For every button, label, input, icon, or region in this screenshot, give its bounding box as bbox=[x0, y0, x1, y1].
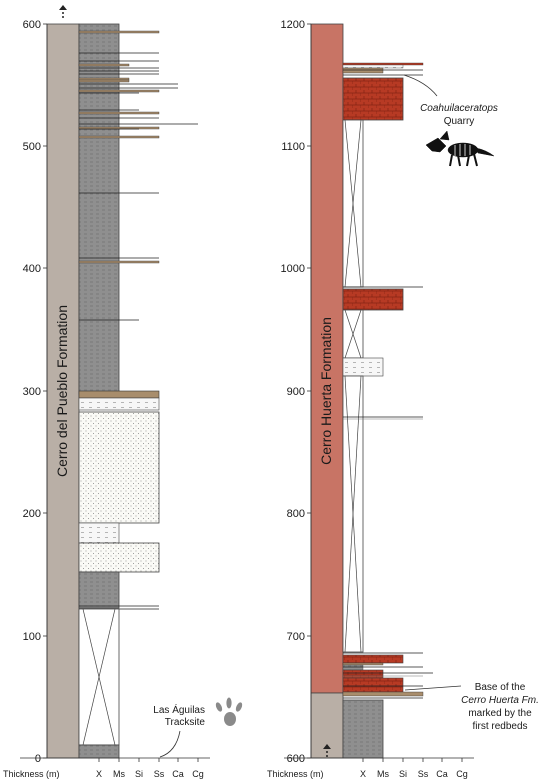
left-grain-x: X bbox=[96, 769, 102, 779]
left-grain-cg: Cg bbox=[192, 769, 204, 779]
left-grain-ca: Ca bbox=[172, 769, 184, 779]
cerro-del-pueblo-formation-label: Cerro del Pueblo Formation bbox=[54, 305, 70, 477]
right-y-tick-1200: 1200 bbox=[281, 19, 305, 31]
siltstone-bed-920m bbox=[342, 357, 384, 377]
top-beds-1165m bbox=[342, 62, 424, 76]
siltstone-bed-295m bbox=[78, 397, 160, 411]
cerro-huerta-formation-bar bbox=[310, 23, 344, 694]
lower-redbeds-680-650m bbox=[342, 652, 433, 699]
right-stratigraphic-column: Cerro Huerta Formation bbox=[267, 19, 539, 779]
mudstone-interval-base-right bbox=[342, 699, 384, 759]
left-y-tick-600: 600 bbox=[23, 19, 41, 31]
quarry-leader-line bbox=[403, 74, 438, 97]
thin-bed-lines-upper bbox=[79, 52, 198, 321]
quarry-label-line2: Quarry bbox=[444, 116, 475, 127]
quarry-label-line1: Coahuilaceratops bbox=[420, 103, 498, 114]
left-y-tick-500: 500 bbox=[23, 141, 41, 153]
dinosaur-footprint-icon bbox=[215, 697, 243, 726]
right-y-tick-1000: 1000 bbox=[281, 263, 305, 275]
right-axis-ticks bbox=[307, 23, 311, 759]
right-y-tick-800: 800 bbox=[287, 508, 305, 520]
right-grain-size-ticks bbox=[362, 758, 463, 762]
right-y-tick-1100: 1100 bbox=[281, 141, 305, 153]
left-grain-size-ticks bbox=[98, 758, 199, 762]
left-grain-si: Si bbox=[135, 769, 143, 779]
siltstone-interval-190m bbox=[78, 522, 120, 544]
base-note-line2: Cerro Huerta Fm. bbox=[461, 695, 539, 706]
redbed-980m bbox=[342, 288, 404, 311]
right-grain-ss: Ss bbox=[418, 769, 429, 779]
cerro-huerta-formation-label: Cerro Huerta Formation bbox=[318, 317, 334, 465]
base-note-leader-line bbox=[404, 685, 462, 691]
left-axis-ticks bbox=[43, 23, 47, 759]
mudstone-interval-150-120m bbox=[78, 571, 120, 609]
redbed-interval-quarry bbox=[342, 77, 404, 121]
left-grain-ss: Ss bbox=[154, 769, 165, 779]
left-grain-ms: Ms bbox=[113, 769, 125, 779]
right-grain-x: X bbox=[360, 769, 366, 779]
base-note-line4: first redbeds bbox=[472, 721, 527, 732]
left-stratigraphic-column: Cerro del Pueblo Formation bbox=[3, 5, 243, 779]
continuation-arrow-icon bbox=[59, 5, 67, 18]
sandstone-interval-175-150m bbox=[78, 542, 160, 573]
right-thickness-label: Thickness (m) bbox=[267, 769, 324, 779]
left-y-tick-100: 100 bbox=[23, 631, 41, 643]
thin-sandstone-beds-upper bbox=[78, 30, 160, 264]
left-y-tick-200: 200 bbox=[23, 508, 41, 520]
tracksite-leader-line bbox=[159, 730, 181, 758]
base-note-line1: Base of the bbox=[475, 682, 526, 693]
right-grain-si: Si bbox=[399, 769, 407, 779]
cerro-del-pueblo-formation-bar bbox=[46, 23, 80, 759]
left-y-tick-400: 400 bbox=[23, 263, 41, 275]
right-grain-ca: Ca bbox=[436, 769, 448, 779]
base-note-line3: marked by the bbox=[468, 708, 532, 719]
left-y-tick-300: 300 bbox=[23, 386, 41, 398]
ceratopsian-skeleton-icon bbox=[425, 130, 495, 167]
tracksite-label-line2: Tracksite bbox=[165, 717, 206, 728]
sandstone-bed-300m bbox=[78, 390, 160, 399]
mudstone-interval-base-left bbox=[78, 744, 120, 759]
continuation-arrow-icon bbox=[323, 744, 331, 757]
right-grain-ms: Ms bbox=[377, 769, 389, 779]
right-y-tick-900: 900 bbox=[287, 386, 305, 398]
right-grain-cg: Cg bbox=[456, 769, 468, 779]
left-thickness-label: Thickness (m) bbox=[3, 769, 60, 779]
sandstone-interval-280-200m bbox=[78, 411, 160, 524]
tracksite-label-line1: Las Águilas bbox=[153, 703, 205, 716]
mudstone-interval-upper bbox=[78, 23, 120, 395]
right-y-tick-700: 700 bbox=[287, 631, 305, 643]
left-y-tick-0: 0 bbox=[35, 753, 41, 765]
right-y-tick-600: 600 bbox=[287, 753, 305, 765]
